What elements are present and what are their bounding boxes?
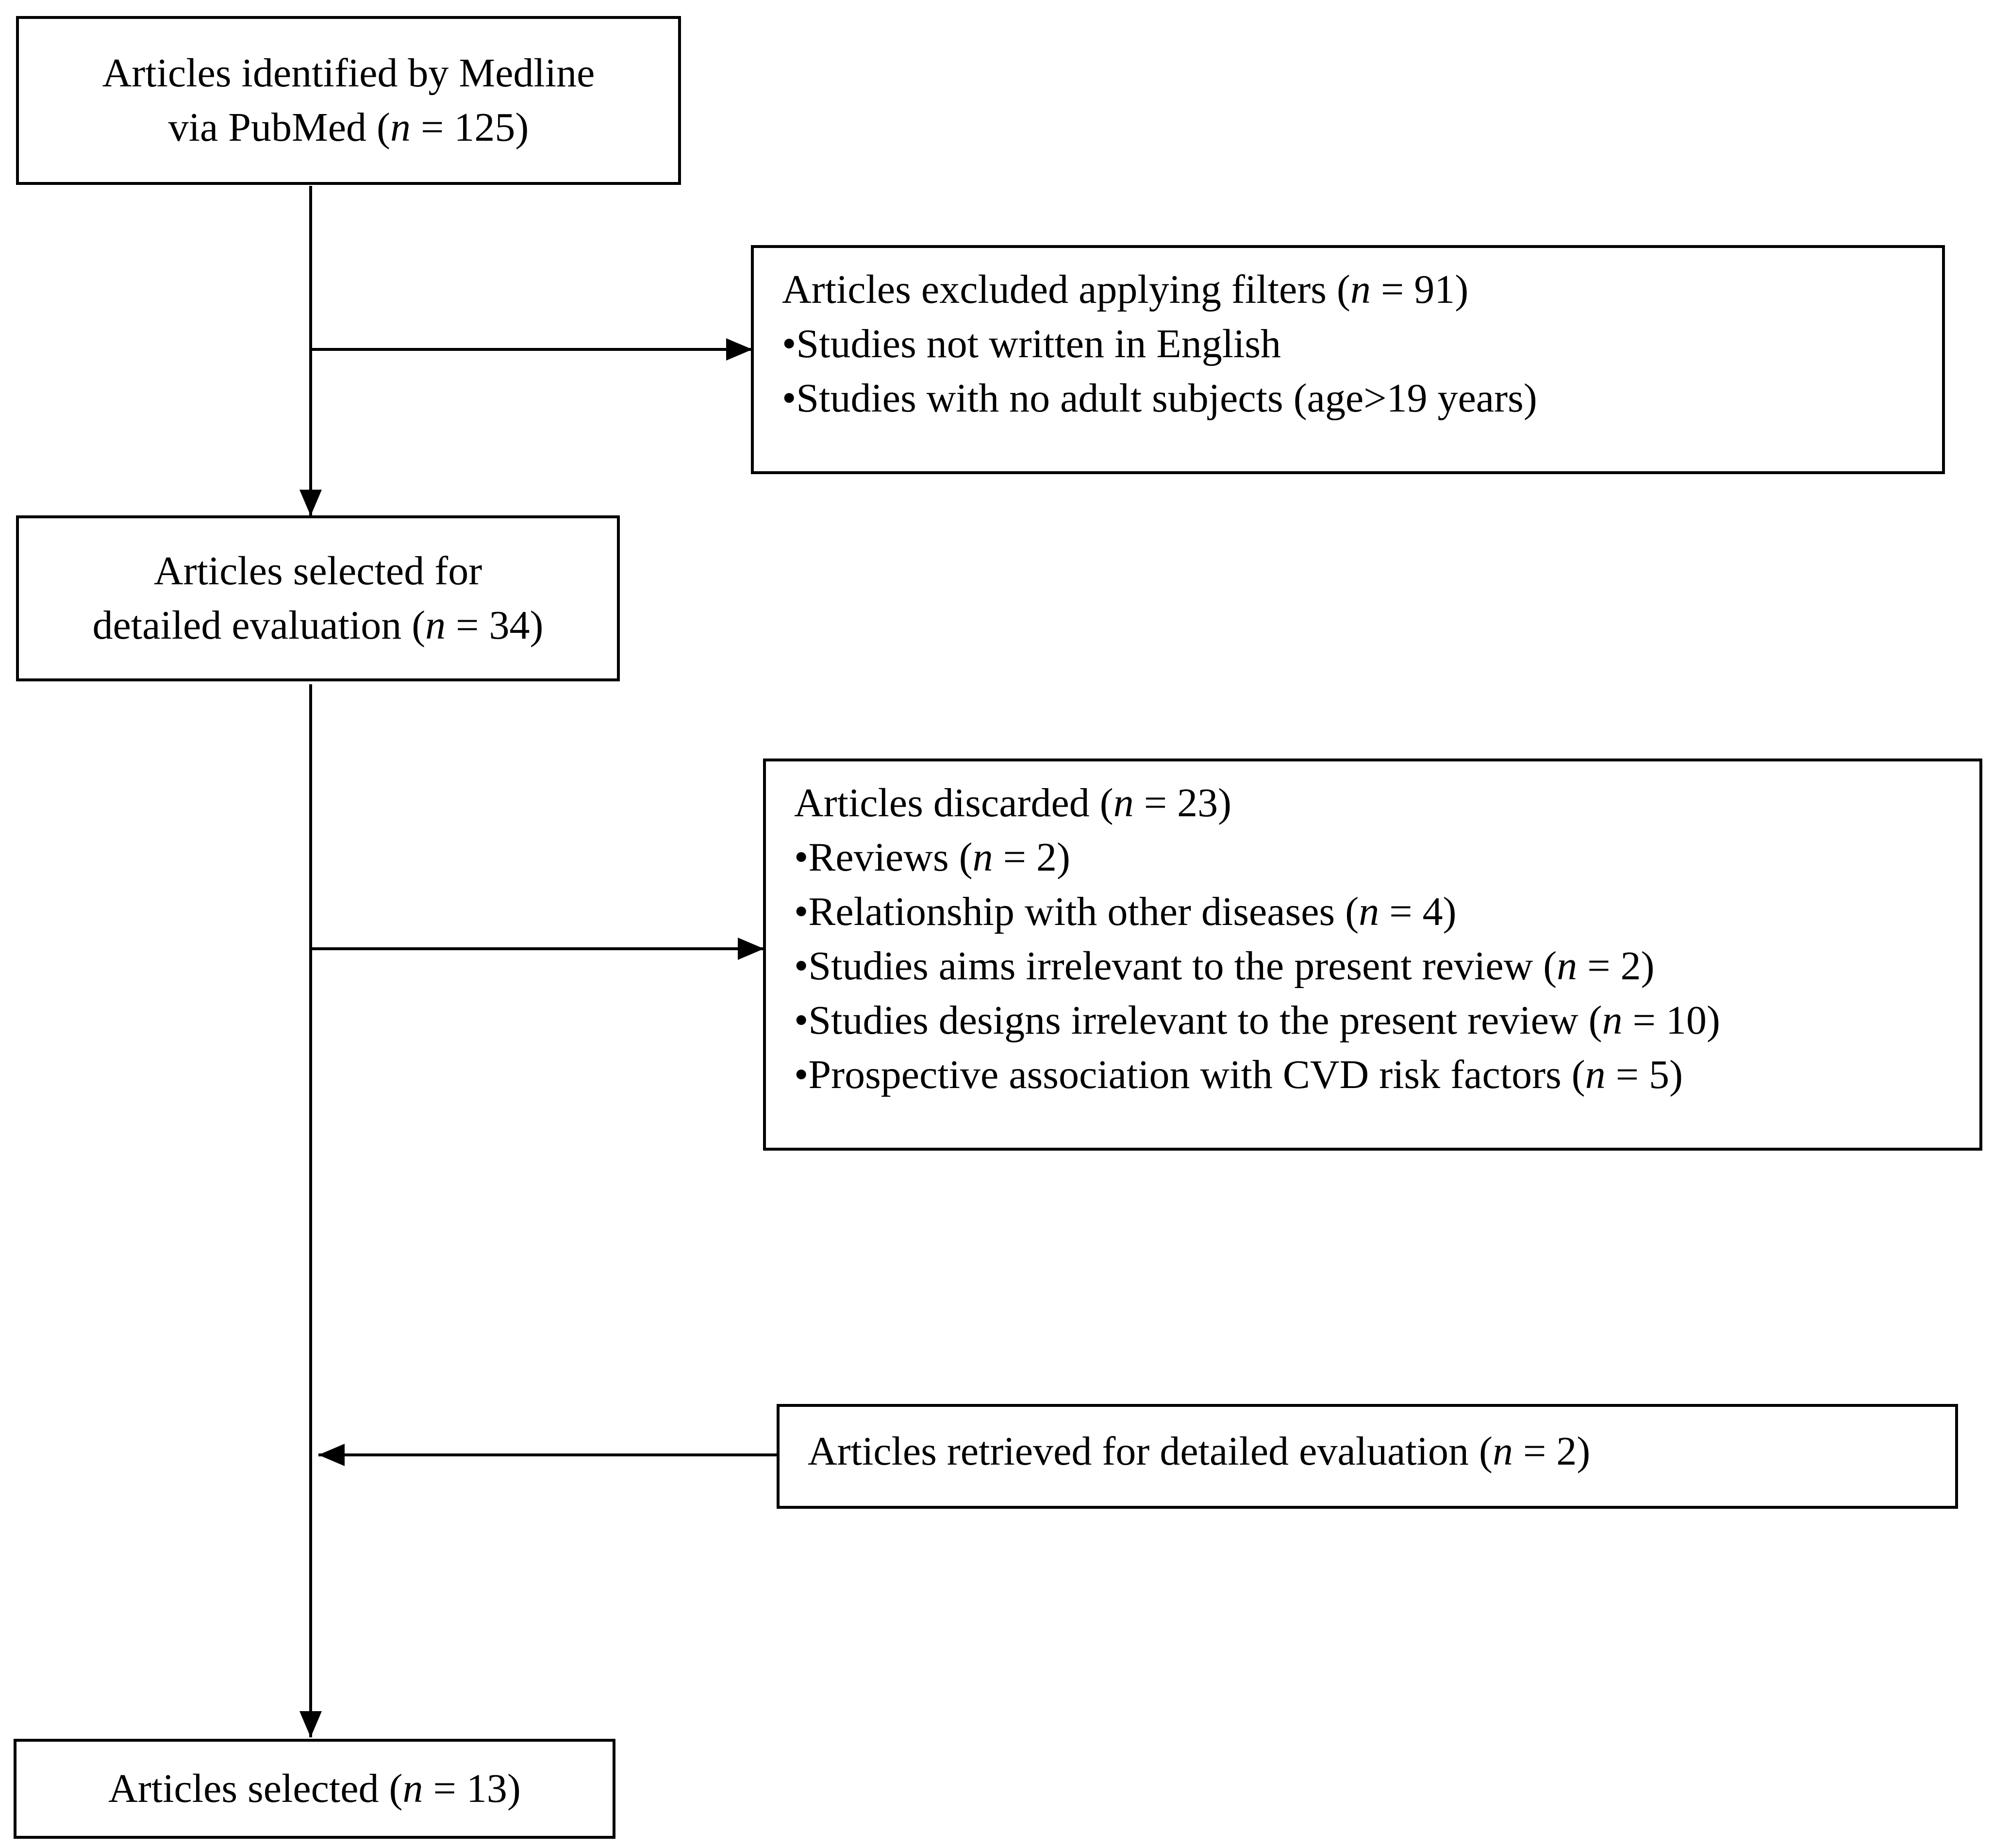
box-articles-discarded: Articles discarded (n = 23)•Reviews (n =… xyxy=(763,759,1982,1151)
box-articles-excluded: Articles excluded applying filters (n = … xyxy=(751,245,1945,474)
box-line-text: via PubMed ( xyxy=(168,105,390,150)
box-line: •Reviews (n = 2) xyxy=(794,830,1979,885)
box-line: Articles retrieved for detailed evaluati… xyxy=(808,1424,1955,1479)
count-value: = 125) xyxy=(410,105,529,150)
box-line-text: •Prospective association with CVD risk f… xyxy=(794,1052,1585,1097)
box-line: Articles identified by Medline xyxy=(102,50,595,96)
box-line-text: Articles retrieved for detailed evaluati… xyxy=(808,1429,1493,1474)
count-symbol: n xyxy=(402,1766,423,1811)
count-value: = 4) xyxy=(1379,889,1457,934)
box-line-text: Articles discarded ( xyxy=(794,780,1113,825)
count-value: = 91) xyxy=(1370,267,1469,312)
box-line-text: •Reviews ( xyxy=(794,835,973,880)
box-line: •Studies aims irrelevant to the present … xyxy=(794,939,1979,993)
box-line: •Relationship with other diseases (n = 4… xyxy=(794,885,1979,939)
box-line: Articles discarded (n = 23) xyxy=(794,776,1979,830)
count-symbol: n xyxy=(1602,998,1623,1043)
box-line: •Studies not written in English xyxy=(782,321,1281,366)
count-value: = 5) xyxy=(1605,1052,1683,1097)
count-value: = 2) xyxy=(1513,1429,1591,1474)
count-value: = 34) xyxy=(446,603,544,648)
count-value: = 2) xyxy=(993,835,1071,880)
box-line-text: •Relationship with other diseases ( xyxy=(794,889,1359,934)
box-line-text: •Studies designs irrelevant to the prese… xyxy=(794,998,1602,1043)
count-symbol: n xyxy=(1359,889,1379,934)
box-line-text: •Studies aims irrelevant to the present … xyxy=(794,943,1557,989)
count-value: = 13) xyxy=(423,1766,521,1811)
count-symbol: n xyxy=(1350,267,1371,312)
box-line-text: Articles selected ( xyxy=(108,1766,403,1811)
count-symbol: n xyxy=(1113,780,1134,825)
count-symbol: n xyxy=(1585,1052,1606,1097)
box-line: Articles selected (n = 13) xyxy=(108,1762,521,1816)
count-symbol: n xyxy=(972,835,993,880)
box-articles-selected-final: Articles selected (n = 13) xyxy=(14,1739,615,1839)
count-symbol: n xyxy=(1493,1429,1513,1474)
count-value: = 23) xyxy=(1133,780,1232,825)
count-symbol: n xyxy=(425,603,446,648)
box-line: detailed evaluation (n = 34) xyxy=(92,598,543,653)
box-line: •Studies with no adult subjects (age>19 … xyxy=(782,376,1537,421)
box-line-text: Articles excluded applying filters ( xyxy=(782,267,1350,312)
count-symbol: n xyxy=(390,105,411,150)
box-line: Articles excluded applying filters (n = … xyxy=(782,263,1942,317)
box-line: •Prospective association with CVD risk f… xyxy=(794,1048,1979,1102)
box-line: Articles selected for xyxy=(153,548,482,594)
box-line: via PubMed (n = 125) xyxy=(168,100,529,155)
box-line-text: detailed evaluation ( xyxy=(92,603,426,648)
count-symbol: n xyxy=(1557,943,1578,989)
box-line: •Studies designs irrelevant to the prese… xyxy=(794,993,1979,1048)
count-value: = 10) xyxy=(1622,998,1720,1043)
box-articles-retrieved: Articles retrieved for detailed evaluati… xyxy=(777,1404,1958,1509)
count-value: = 2) xyxy=(1577,943,1655,989)
